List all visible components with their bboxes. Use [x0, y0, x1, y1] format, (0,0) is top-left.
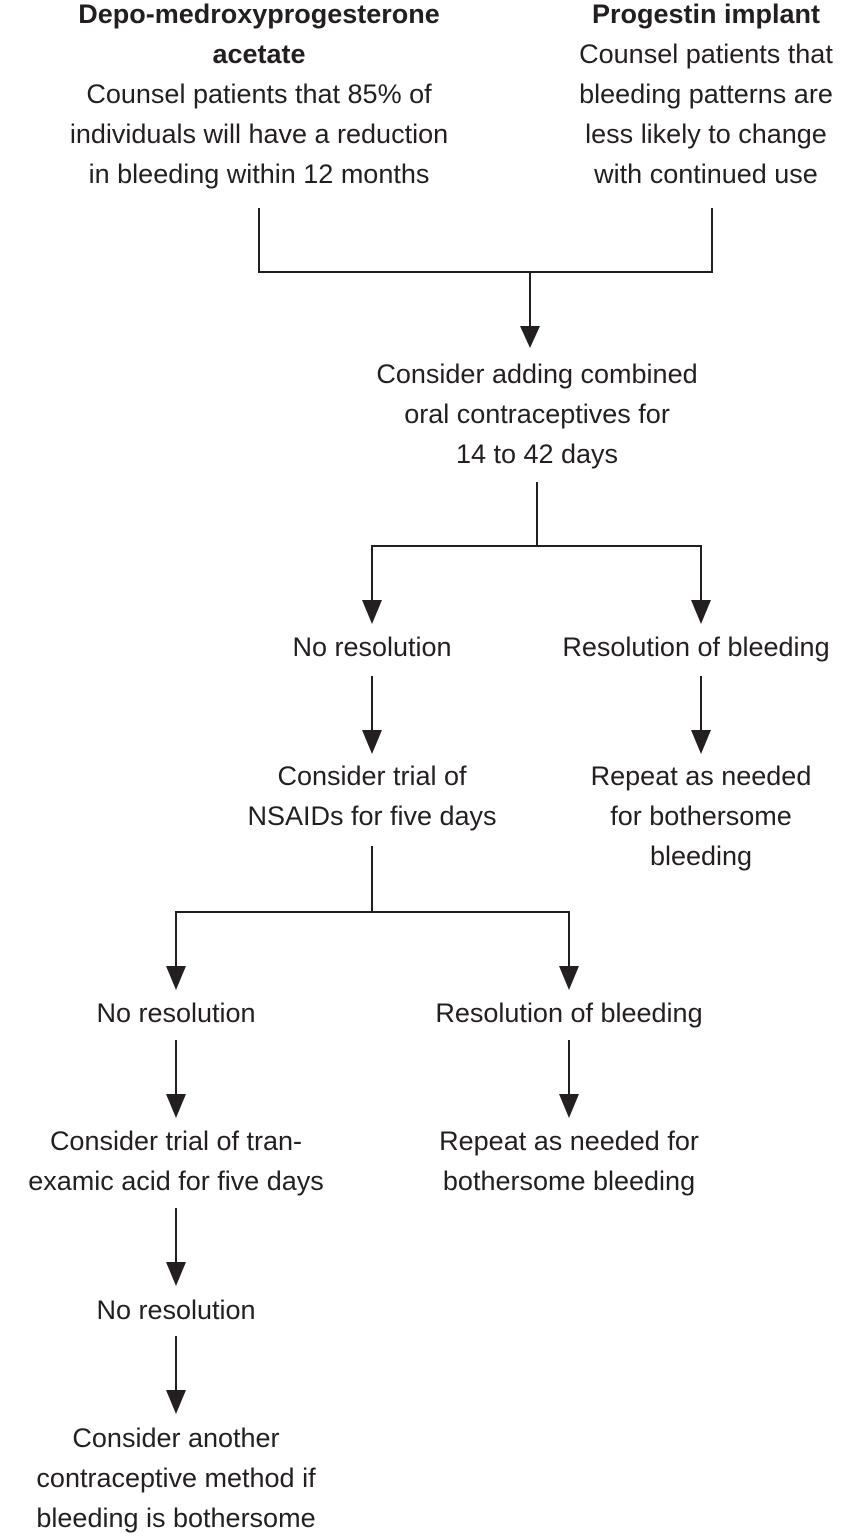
another-method-line-1: Consider another	[72, 1423, 280, 1453]
repeat-2-line-2: bothersome bleeding	[442, 1166, 696, 1196]
resolution-of-bleeding-2: Resolution of bleeding	[399, 993, 739, 1033]
progestin-implant-box: Progestin implant Counsel patients that …	[550, 0, 862, 194]
arrowhead-to-repeat-1	[691, 730, 711, 754]
no-resolution-2: No resolution	[26, 993, 326, 1033]
another-contraceptive-method-step: Consider another contraceptive method if…	[0, 1418, 352, 1538]
arrowhead-to-repeat-2	[559, 1094, 579, 1118]
implant-text-line-1: Counsel patients that	[579, 39, 833, 69]
arrowhead-to-another-method	[166, 1390, 186, 1414]
resolution-1-label: Resolution of bleeding	[562, 632, 830, 662]
connector-merge-top	[258, 208, 713, 273]
tranexamic-acid-step: Consider trial of tran- examic acid for …	[0, 1121, 352, 1201]
tranexamic-line-1: Consider trial of tran-	[49, 1126, 303, 1156]
repeat-as-needed-1: Repeat as needed for bothersome bleeding	[551, 756, 851, 876]
arrowhead-to-nsaids	[362, 730, 382, 754]
repeat-1-line-3: bleeding	[649, 841, 753, 871]
arrowhead-to-resolution-1	[691, 600, 711, 624]
tranexamic-line-2: examic acid for five days	[28, 1166, 324, 1196]
depo-title-line-2: acetate	[212, 39, 306, 69]
depo-title-line-1: Depo-medroxyprogesterone	[78, 0, 440, 29]
no-resolution-1-label: No resolution	[292, 632, 452, 662]
arrowhead-to-no-resolution-2	[166, 966, 186, 990]
nsaids-line-1: Consider trial of	[277, 761, 467, 791]
nsaids-step: Consider trial of NSAIDs for five days	[212, 756, 532, 836]
implant-text-line-2: bleeding patterns are	[579, 79, 833, 109]
arrowhead-to-tranexamic	[166, 1094, 186, 1118]
implant-text-line-4: with continued use	[594, 159, 818, 189]
another-method-line-2: contraceptive method if	[36, 1463, 316, 1493]
repeat-1-line-2: for bothersome	[610, 801, 792, 831]
arrowhead-to-no-resolution-3	[166, 1262, 186, 1286]
resolution-of-bleeding-1: Resolution of bleeding	[530, 627, 862, 667]
no-resolution-3-label: No resolution	[96, 1295, 256, 1325]
arrowhead-to-resolution-2	[559, 966, 579, 990]
no-resolution-1: No resolution	[222, 627, 522, 667]
coc-line-3: 14 to 42 days	[455, 439, 619, 469]
no-resolution-2-label: No resolution	[96, 998, 256, 1028]
depo-text-line-1: Counsel patients that 85% of	[86, 79, 432, 109]
implant-text-line-3: less likely to change	[585, 119, 827, 149]
repeat-as-needed-2: Repeat as needed for bothersome bleeding	[399, 1121, 739, 1201]
depo-text-line-2: individuals will have a reduction	[69, 119, 449, 149]
connector-nsaids-split	[175, 911, 570, 970]
no-resolution-3: No resolution	[26, 1290, 326, 1330]
repeat-2-line-1: Repeat as needed for	[439, 1126, 699, 1156]
combined-oral-contraceptives-step: Consider adding combined oral contracept…	[307, 354, 767, 474]
depo-text-line-3: in bleeding within 12 months	[88, 159, 430, 189]
implant-title: Progestin implant	[591, 0, 821, 29]
arrowhead-to-coc	[520, 326, 540, 348]
depo-medroxyprogesterone-box: Depo-medroxyprogesterone acetate Counsel…	[0, 0, 518, 194]
another-method-line-3: bleeding is bothersome	[36, 1503, 316, 1533]
resolution-2-label: Resolution of bleeding	[435, 998, 703, 1028]
coc-line-2: oral contraceptives for	[404, 399, 670, 429]
repeat-1-line-1: Repeat as needed	[590, 761, 812, 791]
nsaids-line-2: NSAIDs for five days	[247, 801, 497, 831]
arrowhead-to-no-resolution-1	[362, 600, 382, 624]
coc-line-1: Consider adding combined	[376, 359, 698, 389]
connector-coc-split	[371, 545, 702, 604]
